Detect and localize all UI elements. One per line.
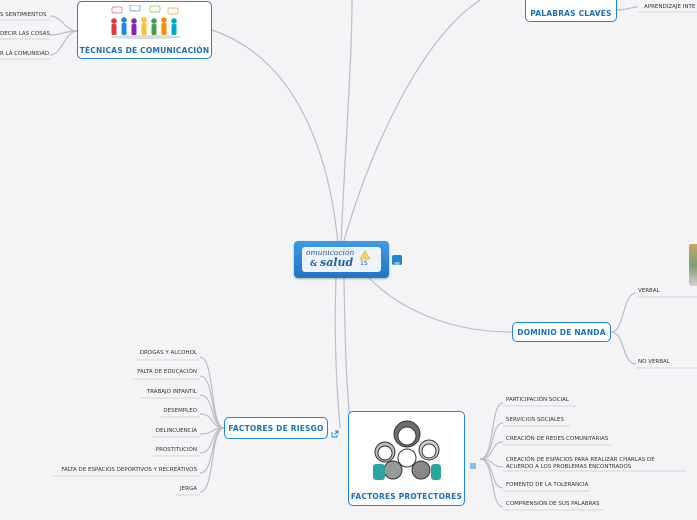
partial-image [689,244,697,286]
list-item[interactable]: R LA COMUNIDAD [0,51,49,57]
central-node[interactable]: omunicación & salud 1S [294,241,389,278]
communication-people-image [106,5,186,41]
list-item[interactable]: CREACIÓN DE REDES COMUNITARIAS [506,436,608,442]
list-item[interactable]: APRENDIZAJE INTE [644,4,695,10]
notes-icon[interactable] [392,255,402,265]
list-icon[interactable] [469,455,477,463]
list-item[interactable]: DROGAS Y ALCOHOL [140,350,197,356]
topic-title: FACTORES DE RIESGO [225,424,327,433]
topic-title: TÉCNICAS DE COMUNICACIÓN [78,46,211,55]
list-item[interactable]: DECIR LAS COSAS [0,31,50,37]
group-people-image [369,416,445,484]
logo-badge-icon [358,249,372,261]
topic-protectores[interactable]: FACTORES PROTECTORES [348,411,465,506]
list-item[interactable]: DESEMPLEO [163,408,197,414]
list-item[interactable]: FALTA DE ESPACIOS DEPORTIVOS Y RECREATIV… [61,467,197,473]
list-item[interactable]: COMPRENSIÓN DE SUS PALABRAS [506,501,599,507]
list-item[interactable]: PARTICIPACIÓN SOCIAL [506,397,569,403]
topic-title: PALABRAS CLAVES [526,9,616,18]
topic-riesgo[interactable]: FACTORES DE RIESGO [224,417,328,439]
central-logo: omunicación & salud 1S [302,247,381,272]
list-item[interactable]: DELINCUENCIA [156,428,197,434]
topic-palabras[interactable]: PALABRAS CLAVES [525,0,617,22]
list-item[interactable]: NO VERBAL [638,359,670,365]
topic-tecnicas[interactable]: TÉCNICAS DE COMUNICACIÓN [77,1,212,59]
topic-title: DOMINIO DE NANDA [513,328,610,337]
list-item[interactable]: CREACIÓN DE ESPACIOS PARA REALIZAR CHARL… [506,457,676,470]
list-item[interactable]: JERGA [180,486,197,492]
list-item[interactable]: FOMENTO DE LA TOLERANCIA [506,482,588,488]
logo-text-2: salud [320,256,353,269]
list-item[interactable]: FALTA DE EDUCACIÓN [137,369,197,375]
external-link-icon[interactable] [331,423,339,431]
list-item[interactable]: S SENTIMIENTOS [0,12,46,18]
list-item[interactable]: TRABAJO INFANTIL [147,389,197,395]
list-item[interactable]: SERVICIOS SOCIALES [506,417,564,423]
list-item[interactable]: VERBAL [638,288,660,294]
list-item[interactable]: PROSTITUCIÓN [156,447,197,453]
logo-amp: & [310,258,317,268]
logo-suffix: 1S [360,260,368,267]
topic-dominio[interactable]: DOMINIO DE NANDA [512,322,611,342]
topic-title: FACTORES PROTECTORES [349,492,464,501]
